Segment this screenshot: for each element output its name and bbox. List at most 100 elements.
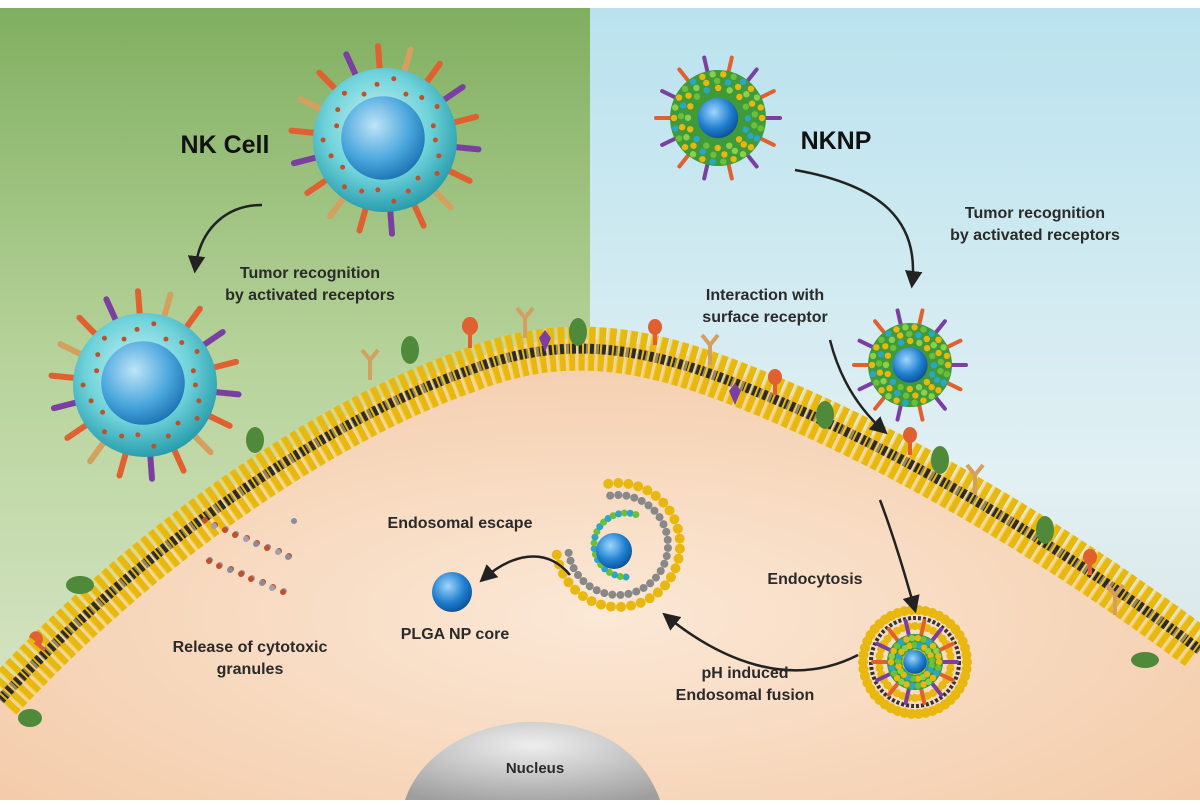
nknp-lipid-bead — [677, 112, 685, 120]
fused-lipid — [665, 572, 676, 583]
endosome-lipid — [875, 651, 884, 660]
nknp-lipid-bead — [757, 125, 764, 132]
nknp-lipid-bead — [884, 370, 891, 378]
nknp-receptor — [938, 641, 955, 652]
endosome-lipid — [898, 624, 907, 633]
nknp-lipid-bead — [747, 85, 755, 93]
nk-granule-dot — [192, 382, 198, 388]
nk-granule-dot — [196, 398, 202, 404]
tan-receptor — [515, 306, 535, 338]
nknp-lipid-bead — [914, 675, 922, 682]
nk-receptor-spike — [116, 449, 130, 479]
nknp-lipid-bead — [940, 344, 947, 351]
nk-receptor-spike — [170, 445, 187, 474]
green-protein — [401, 336, 419, 364]
nknp-lipid-bead — [890, 647, 897, 655]
nk-cell-nucleus — [101, 341, 185, 425]
fused-lipid — [674, 533, 685, 544]
nk-receptor-spike — [209, 358, 240, 371]
plga-np-core — [432, 572, 472, 612]
fused-np-bead — [620, 509, 628, 517]
nk-granule-dot — [334, 123, 340, 129]
nk-granule-dot — [80, 382, 86, 388]
nknp-receptor — [930, 627, 944, 643]
nk-receptor-spike — [410, 200, 427, 229]
nknp-lipid-bead — [680, 102, 687, 109]
fused-lipid-inner — [569, 564, 578, 573]
nknp-core — [892, 347, 928, 383]
fused-lipid — [664, 505, 675, 516]
nk-granule-dot — [432, 137, 438, 143]
nknp-lipid-bead — [929, 674, 937, 682]
nknp-lipid-bead — [908, 682, 916, 690]
granule-dot — [243, 536, 249, 542]
nknp-lipid-bead — [943, 370, 951, 378]
nknp-lipid-bead — [699, 73, 706, 81]
nknp-lipid-bead — [888, 664, 895, 671]
tumor-nucleus — [405, 721, 660, 800]
nknp-lipid-bead — [684, 114, 692, 121]
nknp-lipid-bead — [906, 337, 914, 345]
nknp-lipid-bead — [902, 399, 909, 406]
nknp-lipid-bead — [709, 158, 716, 165]
nknp-lipid-bead — [908, 634, 916, 642]
nknp-lipid-bead — [730, 73, 737, 81]
nk-receptor-spike — [182, 305, 203, 332]
nknp-lipid-bead — [678, 123, 686, 131]
nk-granule-dot — [88, 398, 94, 404]
nk-receptor-spike — [375, 43, 383, 74]
nk-granule-dot — [163, 336, 169, 342]
label-tumor-recognition-left-line1: Tumor recognition — [239, 265, 381, 282]
nknp-lipid-bead — [937, 358, 945, 366]
nknp-lipid-bead — [893, 326, 900, 333]
nk-granule-dot — [340, 164, 346, 170]
nknp-receptor — [917, 308, 925, 327]
nknp-lipid-bead — [878, 386, 885, 394]
nk-receptor-spike — [400, 46, 414, 76]
nknp-lipid-bead — [894, 657, 902, 665]
nknp-lipid-bead — [911, 399, 918, 406]
nk-granule-dot — [101, 429, 107, 435]
granule-dot — [264, 545, 270, 551]
nknp-receptor — [945, 338, 963, 349]
nk-receptor-spike — [87, 438, 108, 465]
nknp-lipid-bead — [885, 330, 892, 337]
nk-granule-dot — [405, 188, 411, 194]
nknp-lipid-bead — [934, 376, 941, 384]
nknp-lipid-bead — [930, 361, 938, 369]
endosome-lipid — [946, 651, 955, 660]
fused-lipid — [673, 553, 684, 564]
nk-cell-attacking — [48, 288, 242, 482]
nknp-lipid-bead — [882, 343, 889, 350]
nknp-lipid-bead — [713, 77, 721, 85]
nk-granule-dot — [320, 137, 326, 143]
nknp-lipid-bead — [888, 336, 896, 344]
nknp-lipid-bead — [925, 639, 932, 646]
nknp-lipid-bead — [885, 393, 892, 400]
nknp-lipid-bead — [687, 126, 694, 133]
label-release-line1: Release of cytotoxic — [172, 639, 328, 656]
nknp-lipid-bead — [753, 135, 761, 142]
nknp-receptor — [759, 136, 776, 147]
nk-granule-dot — [430, 123, 436, 129]
endosome-lipid — [858, 657, 868, 667]
nknp-lipid-bead — [935, 336, 942, 344]
green-protein — [18, 709, 42, 727]
nknp-lipid-bead — [758, 114, 766, 122]
green-protein — [569, 318, 587, 346]
nk-granule-dot — [194, 415, 200, 421]
nk-receptor-spike — [288, 127, 319, 137]
nk-cell-nucleus — [341, 96, 425, 180]
nknp-lipid-bead — [935, 386, 942, 394]
nk-receptor-spike — [449, 113, 480, 126]
fused-lipid-inner — [651, 573, 660, 582]
nknp-lipid-bead — [928, 371, 936, 378]
nknp-lipid-bead — [693, 135, 700, 143]
nk-granule-dot — [94, 368, 100, 374]
nknp-lipid-bead — [672, 104, 679, 111]
nknp-receptor — [930, 681, 944, 697]
fused-lipid-inner — [639, 583, 648, 592]
label-nknp: NKNP — [800, 127, 872, 155]
nk-granule-dot — [135, 432, 141, 438]
nknp-lipid-bead — [940, 379, 947, 386]
